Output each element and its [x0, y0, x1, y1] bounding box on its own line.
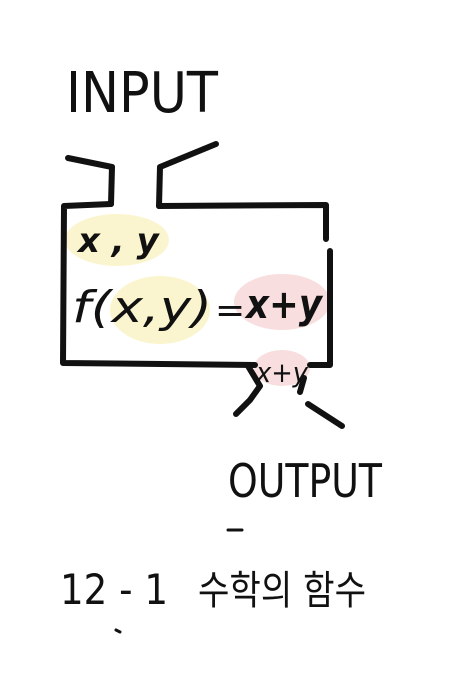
input-label: INPUT	[66, 61, 219, 126]
caption-number: 12 - 1	[60, 565, 168, 614]
variables-highlight	[65, 214, 169, 266]
machine-box	[60, 201, 333, 368]
input-funnel-right	[156, 141, 219, 209]
stray-dot	[114, 628, 122, 634]
output-chute-left	[233, 363, 263, 417]
output-chute-right	[297, 375, 345, 429]
args-highlight	[110, 276, 210, 344]
rhs-highlight	[234, 274, 330, 330]
box-variables: x , y	[76, 221, 161, 261]
caption-title: 수학의 함수	[198, 568, 366, 614]
output-value: x+y	[255, 356, 308, 389]
equals-sign: =	[215, 290, 245, 331]
function-rhs: x+y	[244, 282, 323, 328]
input-funnel-left	[65, 155, 115, 207]
output-value-highlight	[254, 350, 310, 386]
output-label: OUTPUT	[228, 454, 383, 508]
function-lhs: f(x,y)	[72, 282, 212, 333]
